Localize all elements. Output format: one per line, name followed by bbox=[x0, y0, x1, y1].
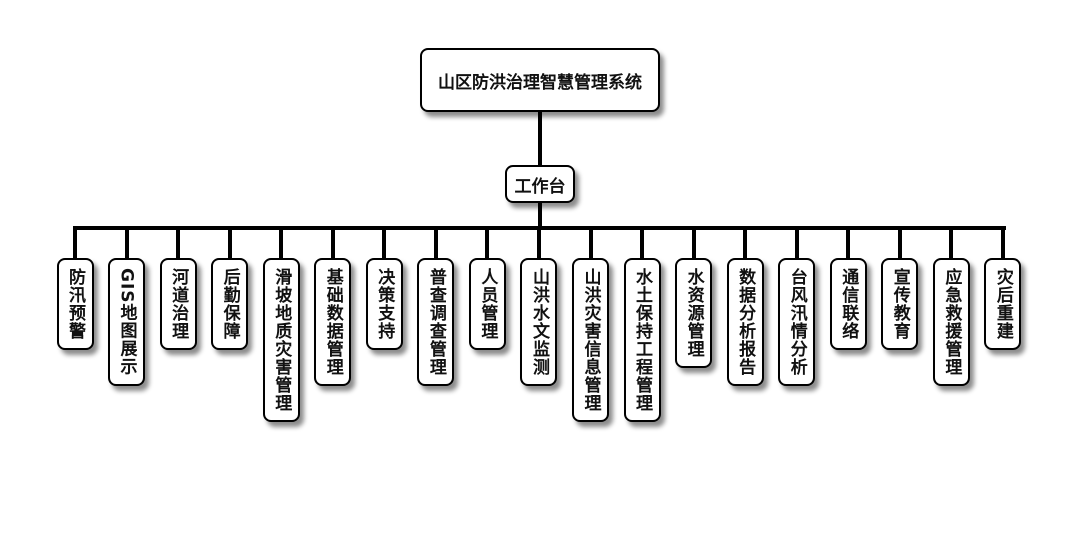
module-node[interactable]: 山洪水文监测 bbox=[520, 258, 558, 386]
module-node[interactable]: 普查调查管理 bbox=[417, 258, 455, 386]
module-node[interactable]: 宣传教育 bbox=[881, 258, 919, 350]
connector-module bbox=[743, 228, 748, 259]
root-node-label: 山区防洪治理智慧管理系统 bbox=[438, 72, 642, 93]
module-node-label: 通信联络 bbox=[838, 268, 859, 340]
connector-module bbox=[691, 228, 696, 259]
root-node[interactable]: 山区防洪治理智慧管理系统 bbox=[420, 48, 660, 112]
module-node-label: 决策支持 bbox=[374, 268, 395, 340]
module-node-label: 人员管理 bbox=[477, 268, 498, 340]
connector-module bbox=[536, 228, 541, 259]
module-node[interactable]: 通信联络 bbox=[829, 258, 867, 350]
connector-module bbox=[640, 228, 645, 259]
module-node[interactable]: 水资源管理 bbox=[675, 258, 713, 368]
hub-node-label: 工作台 bbox=[514, 176, 566, 197]
connector-module bbox=[588, 228, 593, 259]
connector-module bbox=[1000, 228, 1005, 259]
connector-hub-bus bbox=[538, 203, 542, 229]
connector-module bbox=[382, 228, 387, 259]
module-node[interactable]: 台风汛情分析 bbox=[778, 258, 816, 386]
module-node-label: 水土保持工程管理 bbox=[632, 268, 653, 412]
module-node-label: 台风汛情分析 bbox=[786, 268, 807, 376]
module-node-label: 宣传教育 bbox=[889, 268, 910, 340]
connector-module bbox=[124, 228, 129, 259]
module-node-label: 滑坡地质灾害管理 bbox=[271, 268, 292, 412]
connector-module bbox=[279, 228, 284, 259]
module-node-label: 后勤保障 bbox=[219, 268, 240, 340]
module-node-label: 河道治理 bbox=[168, 268, 189, 340]
module-node-label: 水资源管理 bbox=[683, 268, 704, 358]
module-node-label: 基础数据管理 bbox=[322, 268, 343, 376]
module-node[interactable]: 山洪灾害信息管理 bbox=[572, 258, 609, 422]
module-node-label: 普查调查管理 bbox=[425, 268, 446, 376]
module-node[interactable]: 后勤保障 bbox=[211, 258, 249, 350]
module-node-label: 山洪水文监测 bbox=[528, 268, 549, 376]
connector-module bbox=[227, 228, 232, 259]
module-node[interactable]: 滑坡地质灾害管理 bbox=[262, 258, 300, 422]
module-node[interactable]: 人员管理 bbox=[468, 258, 506, 350]
module-node[interactable]: 基础数据管理 bbox=[314, 258, 352, 386]
connector-module bbox=[794, 228, 799, 259]
module-node-label: 防汛预警 bbox=[65, 268, 85, 340]
module-node-label: 灾后重建 bbox=[992, 268, 1013, 340]
module-node[interactable]: 灾后重建 bbox=[984, 258, 1022, 350]
connector-module bbox=[897, 228, 902, 259]
module-node[interactable]: 河道治理 bbox=[159, 258, 197, 350]
connector-module bbox=[485, 228, 490, 259]
connector-module bbox=[949, 228, 954, 259]
module-node[interactable]: GIS地图展示 bbox=[108, 258, 146, 386]
module-node-label: 数据分析报告 bbox=[735, 268, 756, 376]
module-node[interactable]: 水土保持工程管理 bbox=[623, 258, 661, 422]
connector-root-hub bbox=[538, 112, 542, 165]
connector-module bbox=[176, 228, 181, 259]
hub-node[interactable]: 工作台 bbox=[505, 165, 575, 203]
module-node-label: 应急救援管理 bbox=[941, 268, 962, 376]
module-node[interactable]: 应急救援管理 bbox=[932, 258, 970, 386]
module-node-label: 山洪灾害信息管理 bbox=[580, 268, 601, 412]
connector-module bbox=[73, 228, 77, 259]
connector-module bbox=[433, 228, 438, 259]
module-node[interactable]: 决策支持 bbox=[365, 258, 403, 350]
module-node[interactable]: 数据分析报告 bbox=[726, 258, 764, 386]
connector-module bbox=[846, 228, 851, 259]
module-node-label: GIS地图展示 bbox=[116, 268, 137, 376]
module-node[interactable]: 防汛预警 bbox=[56, 258, 94, 350]
connector-module bbox=[330, 228, 335, 259]
